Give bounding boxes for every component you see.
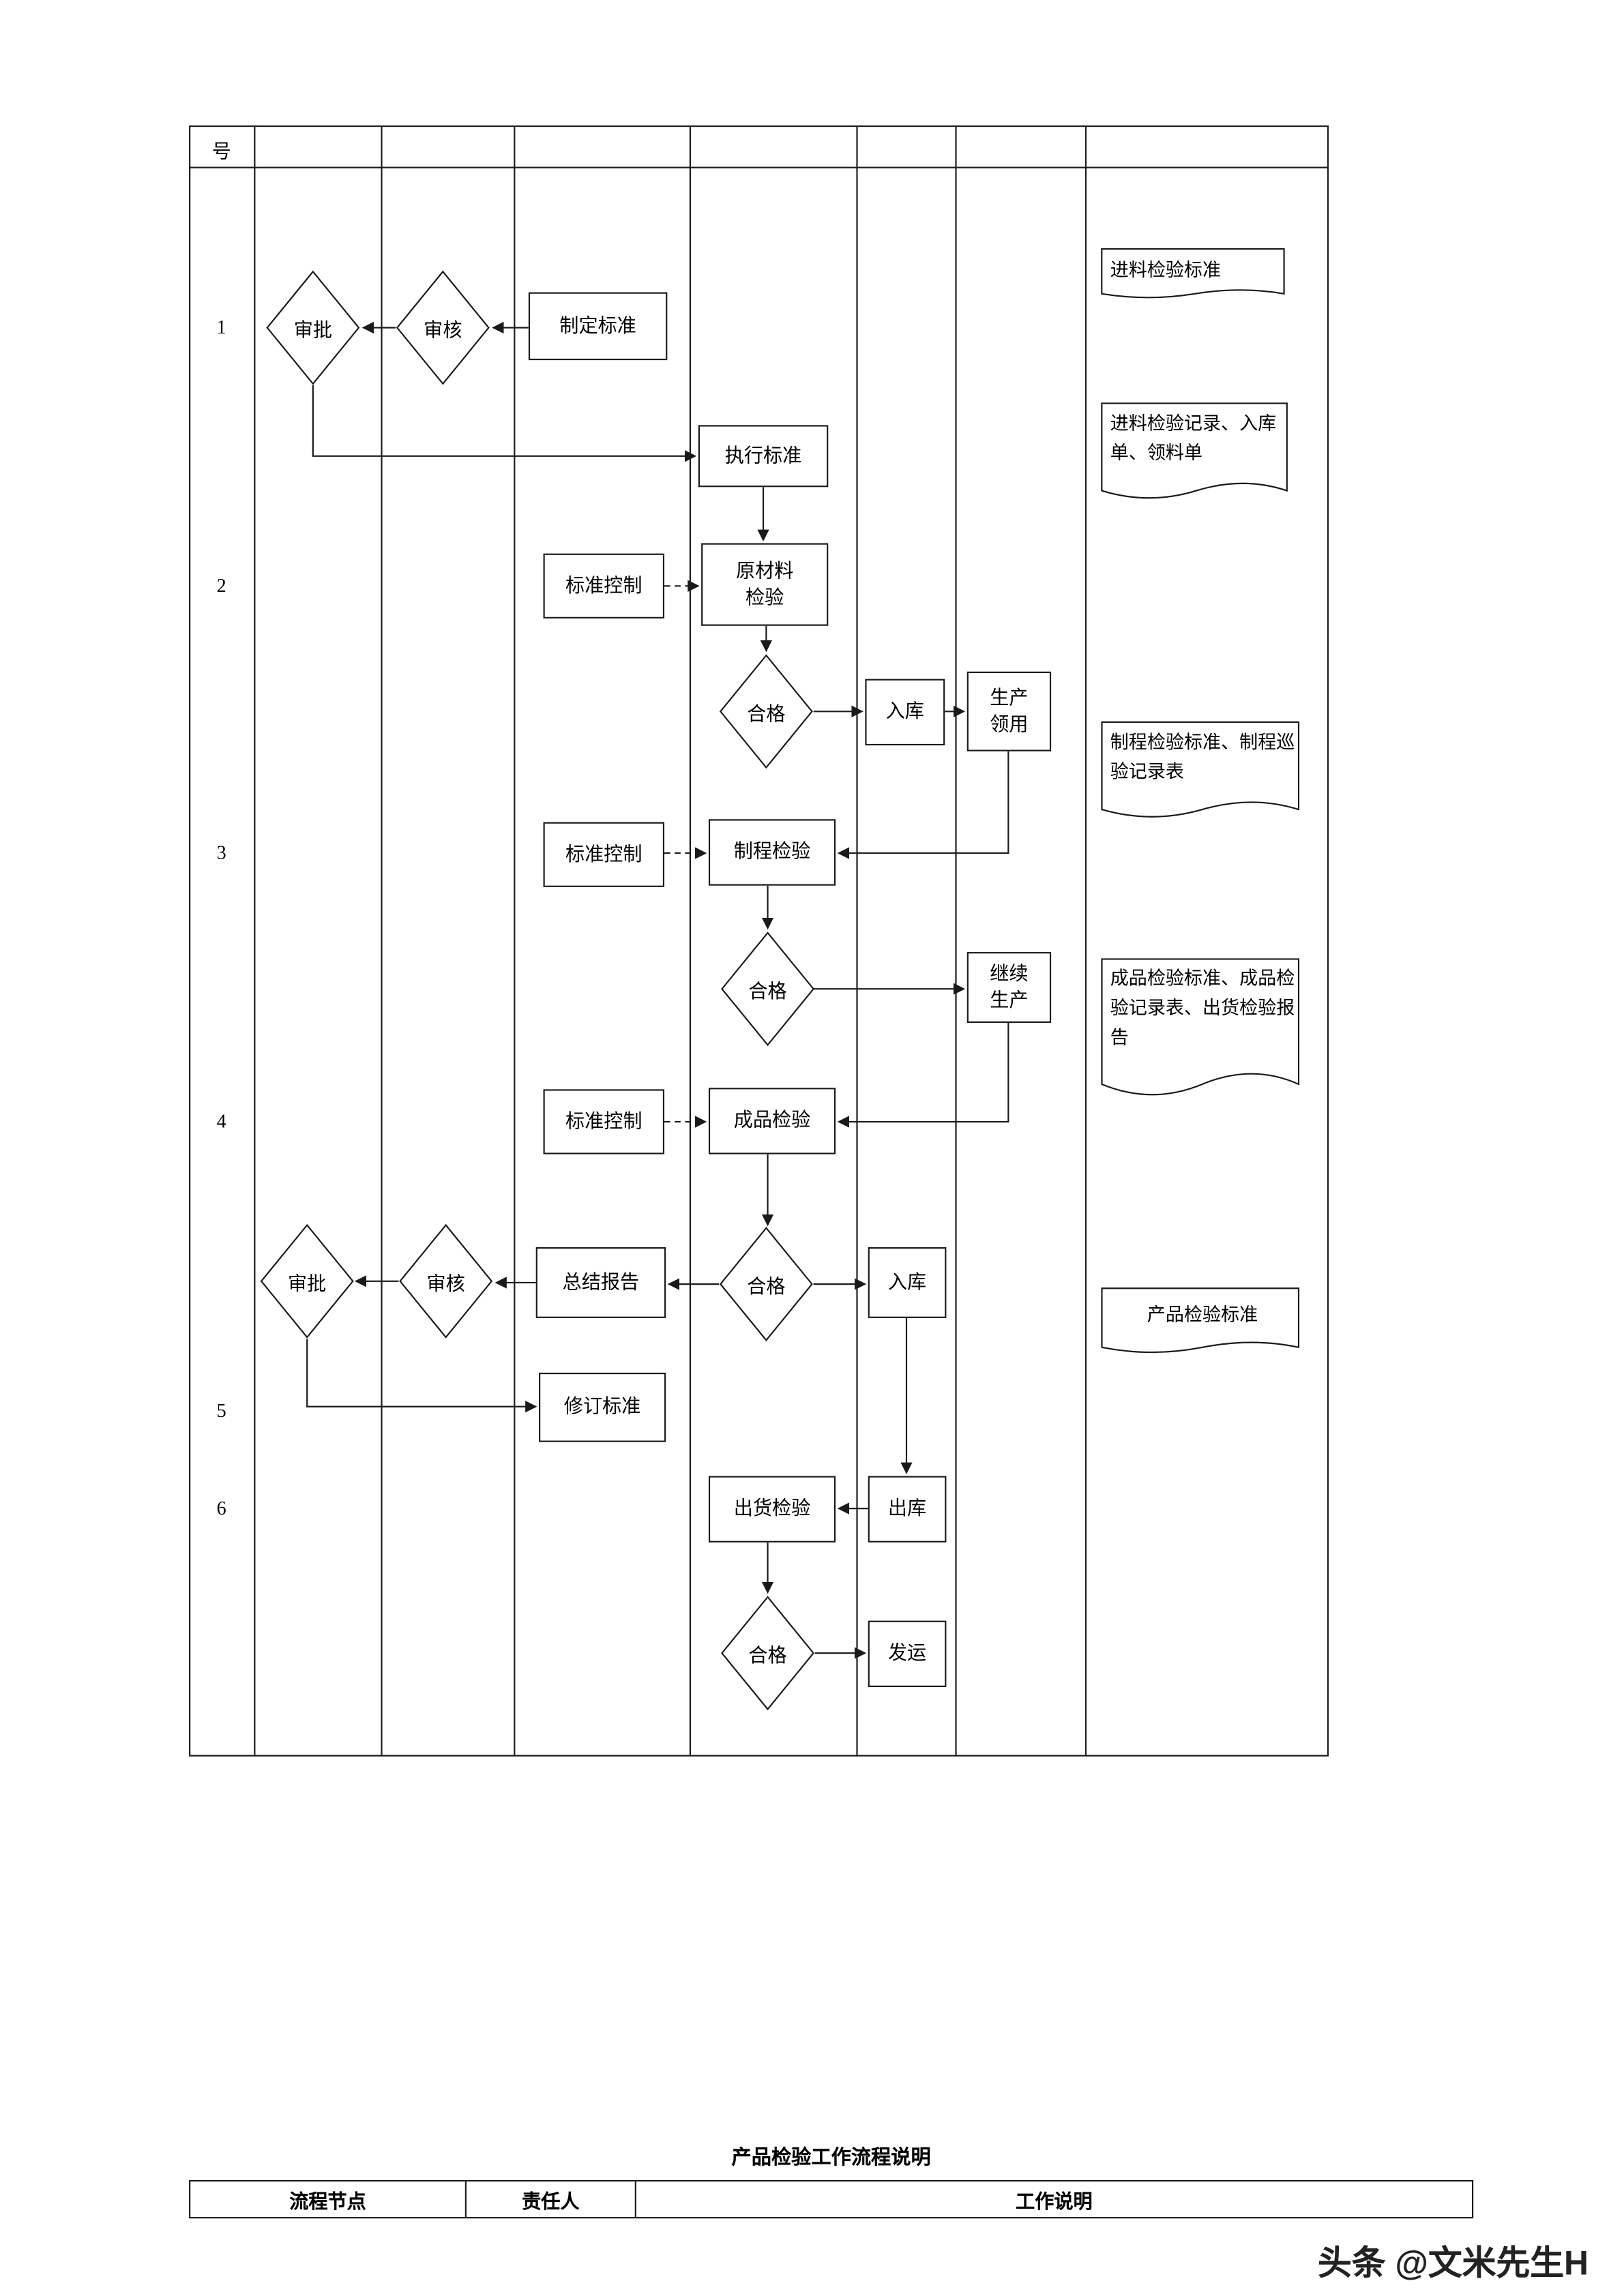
raw-material-inspection-box: 原材料检验 <box>701 543 829 626</box>
lane-divider-2 <box>381 125 383 1757</box>
lane-divider-5 <box>856 125 858 1757</box>
continue-production-label: 继续生产 <box>990 961 1029 1011</box>
row-number-3: 3 <box>216 841 226 864</box>
summary-report-box: 总结报告 <box>535 1247 666 1318</box>
continue-production-box: 继续生产 <box>966 952 1052 1023</box>
lane-divider-3 <box>514 125 516 1757</box>
footer-col-description: 工作说明 <box>1016 2190 1093 2212</box>
production-use-box: 生产领用 <box>966 671 1052 751</box>
review-label-1: 审核 <box>424 318 462 340</box>
doc-finished-standard-text: 成品检验标准、成品检验记录表、出货检验报告 <box>1110 968 1295 1048</box>
row-number-6: 6 <box>216 1496 226 1519</box>
standard-control-box-3: 标准控制 <box>543 1089 665 1154</box>
raw-material-inspection-label: 原材料检验 <box>735 558 794 608</box>
flow-table-border <box>189 125 1329 1757</box>
pass-label-2: 合格 <box>748 979 787 1002</box>
lane-divider-6 <box>955 125 957 1757</box>
execute-standard-box: 执行标准 <box>698 425 829 488</box>
warehouse-in-box-1: 入库 <box>865 679 945 746</box>
doc-finished-standard: 成品检验标准、成品检验记录表、出货检验报告 <box>1100 957 1301 1113</box>
lane-divider-7 <box>1084 125 1087 1757</box>
review-label-2: 审核 <box>426 1271 465 1294</box>
pass-label-3: 合格 <box>747 1274 786 1297</box>
approve-label-2: 审批 <box>288 1271 327 1294</box>
summary-report-label: 总结报告 <box>562 1270 640 1293</box>
doc-process-standard-text: 制程检验标准、制程巡验记录表 <box>1110 732 1295 783</box>
flow-connectors <box>306 321 1009 1659</box>
standard-control-box-2: 标准控制 <box>543 822 665 887</box>
approve-diamond-1: 审批 <box>266 270 361 385</box>
doc-product-standard: 产品检验标准 <box>1100 1287 1301 1360</box>
flow-arrow-group <box>306 321 1009 1659</box>
review-diamond-1: 审核 <box>396 270 490 385</box>
pass-diamond-3: 合格 <box>719 1227 814 1342</box>
shipment-inspection-label: 出货检验 <box>733 1497 811 1520</box>
doc-product-standard-text: 产品检验标准 <box>1147 1304 1258 1326</box>
warehouse-in-label-1: 入库 <box>885 700 924 723</box>
footer-col-process-node: 流程节点 <box>190 2181 467 2218</box>
create-standard-box: 制定标准 <box>528 292 668 361</box>
warehouse-in-box-2: 入库 <box>868 1247 947 1318</box>
footer-table: 流程节点 责任人 工作说明 <box>189 2179 1474 2219</box>
doc-incoming-standard: 进料检验标准 <box>1100 248 1286 304</box>
footer-col-responsible: 责任人 <box>467 2181 636 2218</box>
pass-label-4: 合格 <box>748 1643 787 1666</box>
row-number-5: 5 <box>216 1399 226 1422</box>
shipment-inspection-box: 出货检验 <box>708 1476 836 1542</box>
finished-inspection-label: 成品检验 <box>733 1109 811 1131</box>
ship-label: 发运 <box>887 1641 927 1665</box>
approve-diamond-2: 审批 <box>260 1223 355 1339</box>
standard-control-label-1: 标准控制 <box>565 573 643 597</box>
finished-inspection-box: 成品检验 <box>708 1088 836 1154</box>
pass-label-1: 合格 <box>747 702 786 724</box>
doc-incoming-records: 进料检验记录、入库单、领料单 <box>1100 402 1289 511</box>
header-cell-number: 号 <box>211 140 231 163</box>
standard-control-box-1: 标准控制 <box>543 553 665 618</box>
row-number-1: 1 <box>216 316 226 338</box>
review-diamond-2: 审核 <box>398 1223 493 1339</box>
warehouse-out-box: 出库 <box>868 1476 947 1542</box>
doc-incoming-standard-text: 进料检验标准 <box>1110 259 1222 281</box>
pass-diamond-1: 合格 <box>719 654 814 769</box>
revise-standard-label: 修订标准 <box>563 1395 641 1418</box>
row-number-2: 2 <box>216 573 226 597</box>
process-inspection-box: 制程检验 <box>708 819 836 886</box>
lane-divider-4 <box>689 125 691 1757</box>
standard-control-label-3: 标准控制 <box>565 1109 643 1132</box>
approve-label-1: 审批 <box>293 318 333 340</box>
lane-divider-1 <box>254 125 256 1757</box>
pass-diamond-2: 合格 <box>720 931 815 1047</box>
revise-standard-box: 修订标准 <box>539 1372 666 1442</box>
standard-control-label-2: 标准控制 <box>565 842 643 865</box>
pass-diamond-4: 合格 <box>720 1596 815 1711</box>
doc-incoming-records-text: 进料检验记录、入库单、领料单 <box>1110 413 1277 464</box>
doc-process-standard: 制程检验标准、制程巡验记录表 <box>1100 720 1301 829</box>
warehouse-in-label-2: 入库 <box>887 1270 927 1293</box>
warehouse-out-label: 出库 <box>887 1497 927 1520</box>
footer-title: 产品检验工作流程说明 <box>731 2146 931 2168</box>
header-row-divider <box>189 166 1329 168</box>
row-number-4: 4 <box>216 1109 226 1133</box>
create-standard-label: 制定标准 <box>559 314 636 337</box>
ship-box: 发运 <box>868 1620 947 1688</box>
execute-standard-label: 执行标准 <box>724 444 802 466</box>
process-inspection-label: 制程检验 <box>733 840 811 863</box>
production-use-label: 生产领用 <box>990 686 1029 735</box>
watermark-text: 头条 @文米先生H <box>1317 2243 1589 2282</box>
